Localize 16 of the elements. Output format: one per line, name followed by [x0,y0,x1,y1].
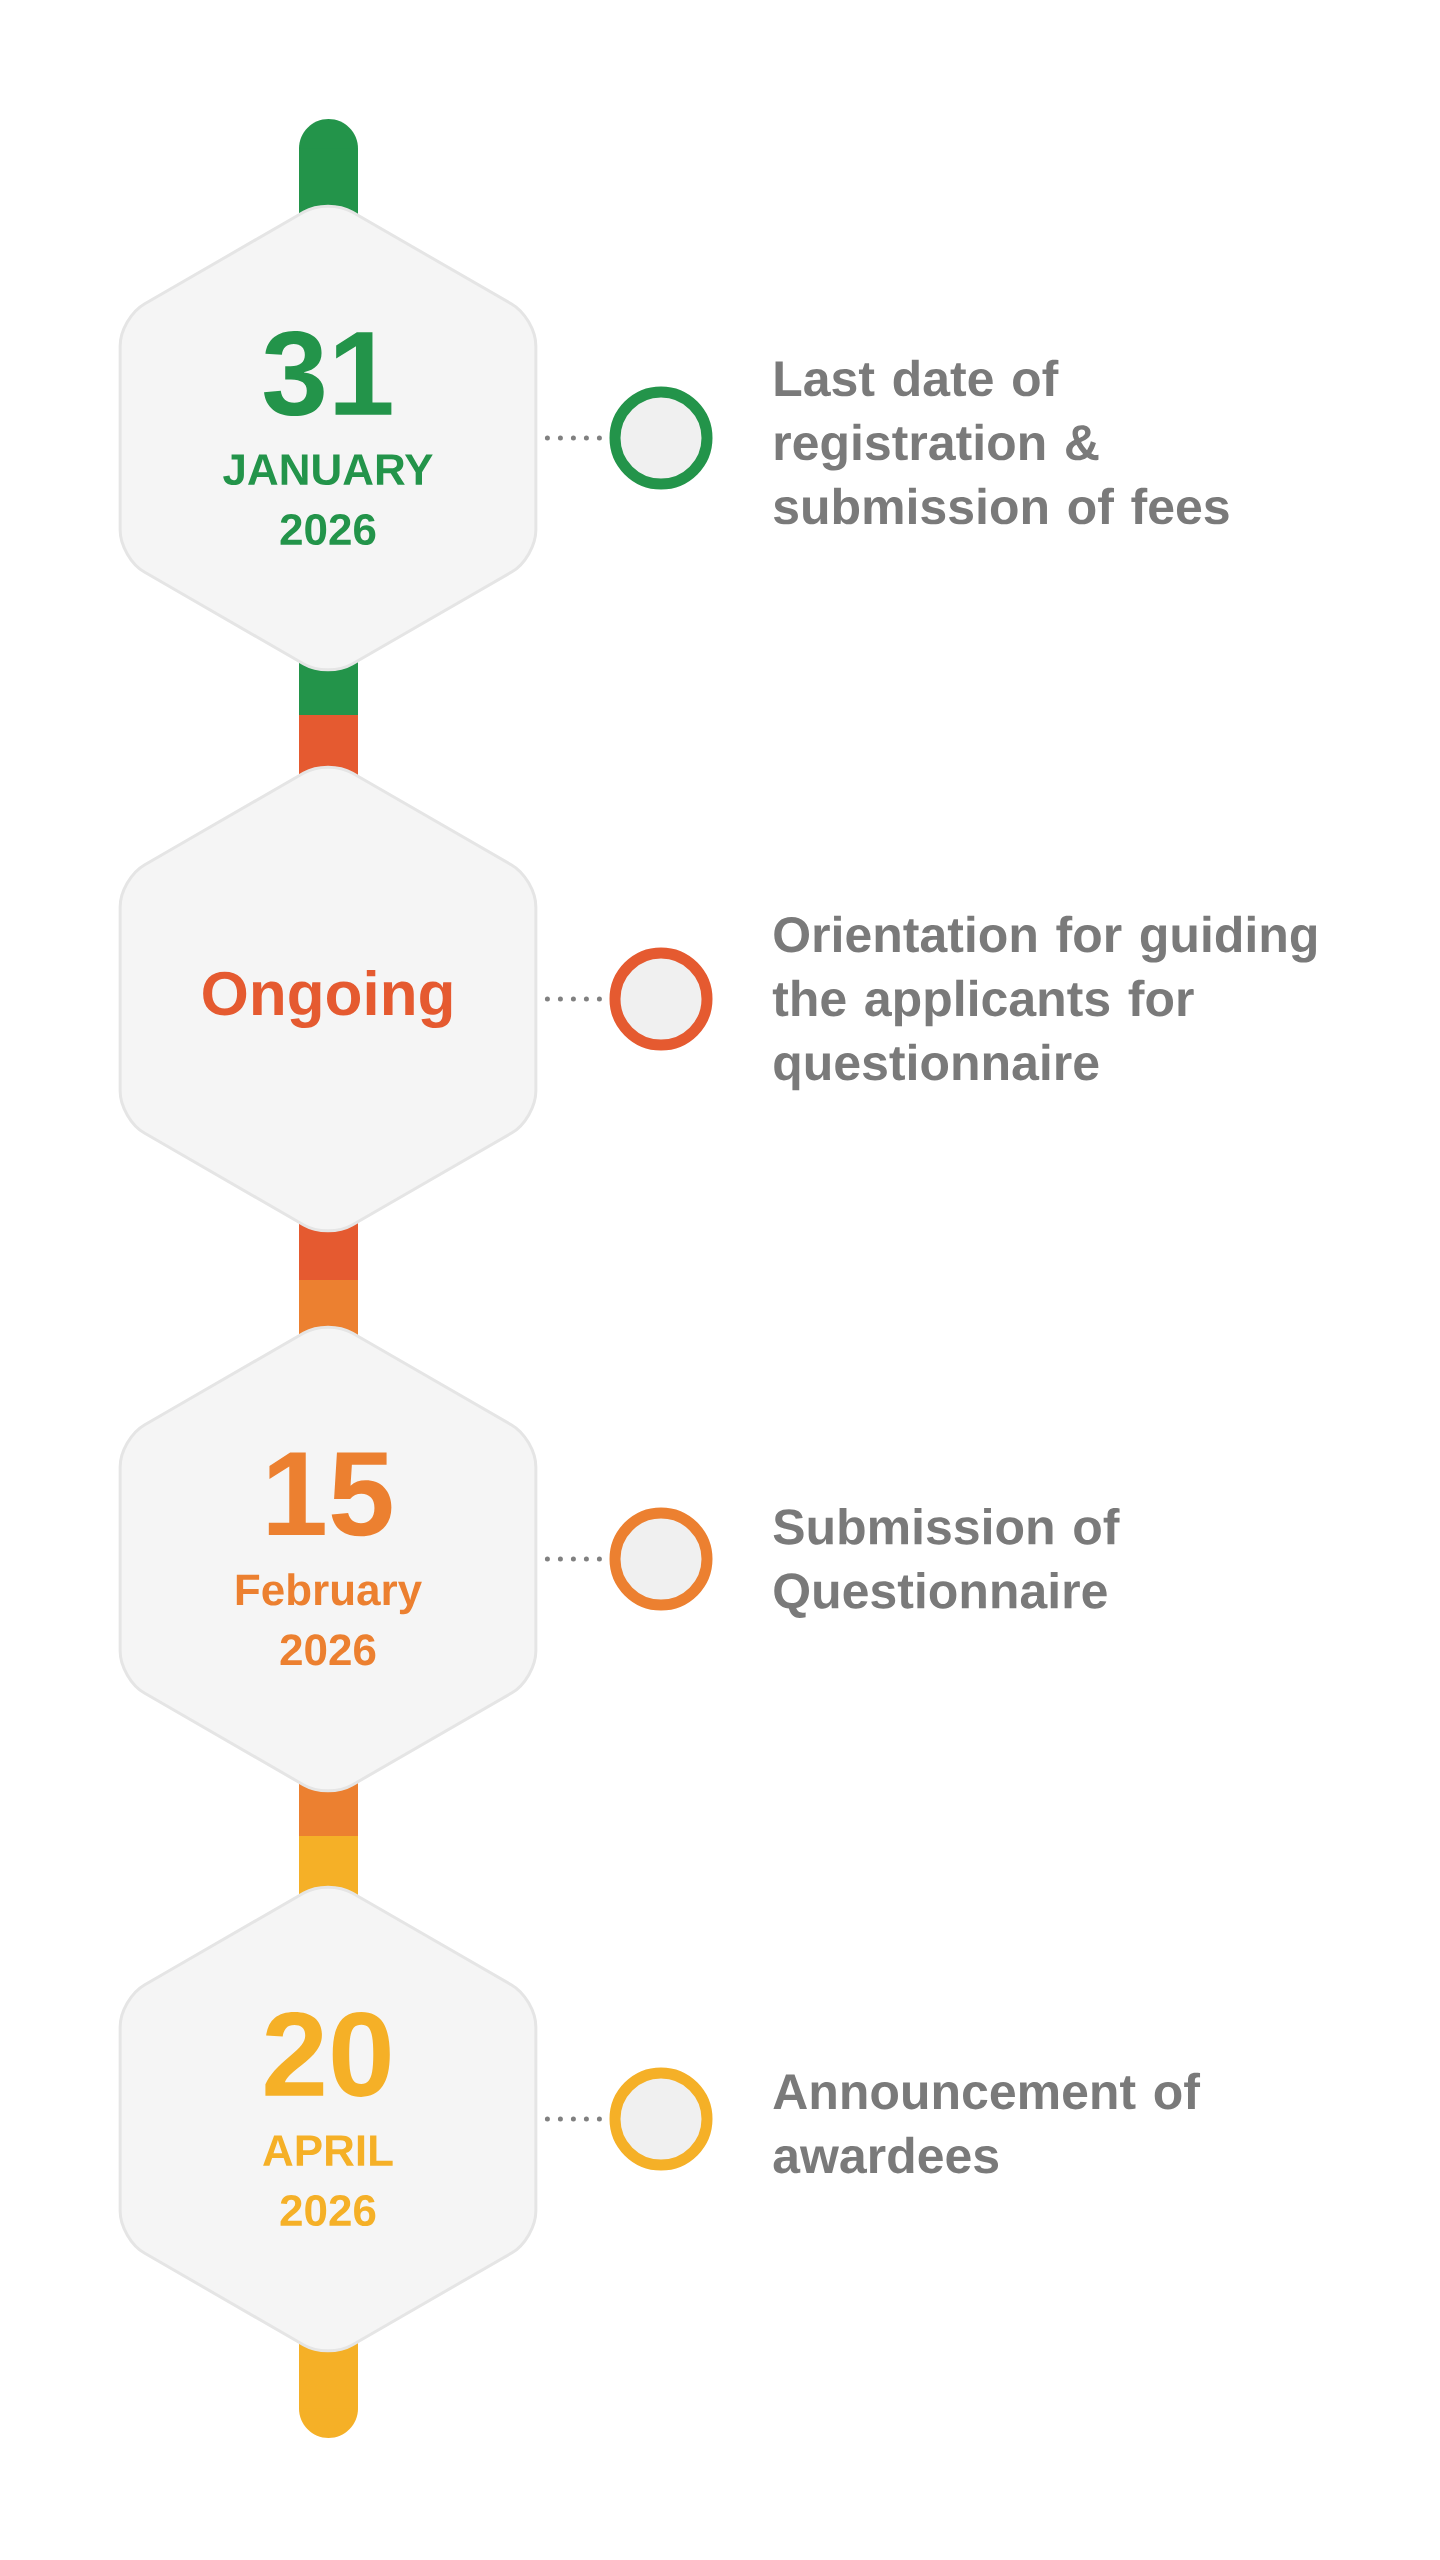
ring-marker [609,947,713,1051]
dotted-connector [544,1556,602,1562]
description-text: Announcement of awardees [773,2072,1201,2174]
ring-marker [609,386,713,490]
dotted-connector [544,435,602,441]
date-hexagon: 15 February 2026 [118,1325,538,1793]
description-text: Submission of Questionnaire [773,1508,1120,1619]
date-hexagon: 20 APRIL 2026 [118,1885,538,2353]
ring-marker [609,1507,713,1611]
date-hexagon: 31 JANUARY 2026 [118,204,538,672]
description-text: Orientation for guiding the applicants for questionnaire [772,915,1317,1091]
dotted-connector [544,2116,602,2122]
date-hexagon: Ongoing [118,765,538,1233]
dotted-connector [544,996,602,1002]
ring-marker [609,2067,713,2171]
description-text: Last date of registration & submission of fees [773,359,1229,525]
